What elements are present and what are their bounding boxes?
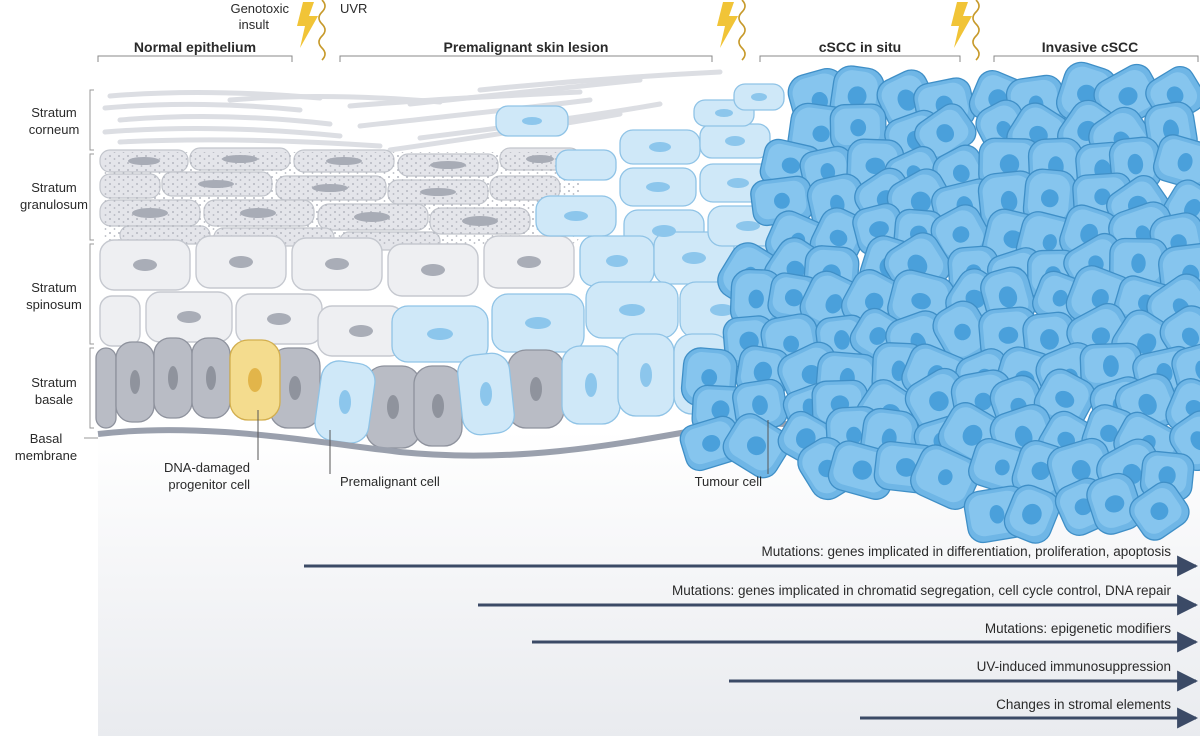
tumour-cell [729, 268, 783, 330]
layer-label-basale-1: Stratum [31, 375, 77, 390]
stage-labels: Normal epithelium Premalignant skin lesi… [134, 39, 1138, 55]
lightning-icons [297, 2, 972, 48]
tumour-cell [1033, 368, 1096, 430]
genotoxic-text-line1: Genotoxic [230, 1, 289, 16]
stratum-granulosum [99, 147, 581, 251]
tumour-cell [1109, 237, 1168, 289]
tumour-cell [910, 444, 981, 510]
uvr-label: UVR [340, 1, 367, 16]
arrow-label-differentiation: Mutations: genes implicated in different… [762, 544, 1172, 559]
arrow-label-epigenetic: Mutations: epigenetic modifiers [985, 621, 1171, 636]
lightning-icon [717, 2, 738, 48]
tumour-cell [1086, 472, 1143, 535]
stage-label-normal: Normal epithelium [134, 39, 256, 55]
callout-dna-damaged-1: DNA-damaged [164, 460, 250, 475]
layer-brackets [84, 89, 98, 439]
layer-label-granulosum-2: granulosum [20, 197, 88, 212]
uv-wave-icons [318, 0, 980, 61]
lightning-icon [951, 2, 972, 48]
stage-brackets [97, 55, 1199, 62]
genotoxic-insult-label: Genotoxic insult [230, 1, 289, 32]
uv-wave-icon [738, 0, 746, 61]
uv-wave-icon [318, 0, 326, 61]
callout-dna-damaged-2: progenitor cell [168, 477, 250, 492]
uv-wave-icon [972, 0, 980, 61]
lightning-icon [297, 2, 318, 48]
callout-lines [257, 410, 769, 474]
callout-tumour: Tumour cell [695, 474, 763, 489]
layer-label-corneum-1: Stratum [31, 105, 77, 120]
tumour-cell [1129, 481, 1190, 541]
stratum-spinosum [99, 235, 575, 357]
arrow-label-stromal: Changes in stromal elements [996, 697, 1171, 712]
tumour-cell [914, 103, 977, 164]
mutation-arrows [304, 555, 1199, 729]
stratum-basale [95, 333, 731, 449]
layer-label-corneum-2: corneum [29, 122, 80, 137]
arrow-labels: Mutations: genes implicated in different… [672, 544, 1171, 712]
tumour-cell [932, 300, 993, 364]
layer-label-spinosum-1: Stratum [31, 280, 77, 295]
tumour-cell [1152, 134, 1200, 191]
callout-labels: DNA-damaged progenitor cell Premalignant… [164, 460, 762, 492]
layer-label-granulosum-1: Stratum [31, 180, 77, 195]
stage-label-premalignant: Premalignant skin lesion [444, 39, 609, 55]
layer-label-membrane-2: membrane [15, 448, 77, 463]
stage-label-invasive: Invasive cSCC [1042, 39, 1139, 55]
layer-label-basale-2: basale [35, 392, 73, 407]
arrow-label-chromatid: Mutations: genes implicated in chromatid… [672, 583, 1171, 598]
genotoxic-text-line2: insult [239, 17, 270, 32]
tumour-cell [1003, 484, 1061, 544]
layer-label-membrane-1: Basal [30, 431, 63, 446]
layer-labels: Stratum corneum Stratum granulosum Strat… [15, 105, 88, 463]
arrow-label-immunosuppression: UV-induced immunosuppression [977, 659, 1171, 674]
tumour-mass [679, 61, 1200, 544]
stage-label-in-situ: cSCC in situ [819, 39, 901, 55]
layer-label-spinosum-2: spinosum [26, 297, 82, 312]
tumour-cell [722, 413, 791, 479]
callout-premalignant: Premalignant cell [340, 474, 440, 489]
